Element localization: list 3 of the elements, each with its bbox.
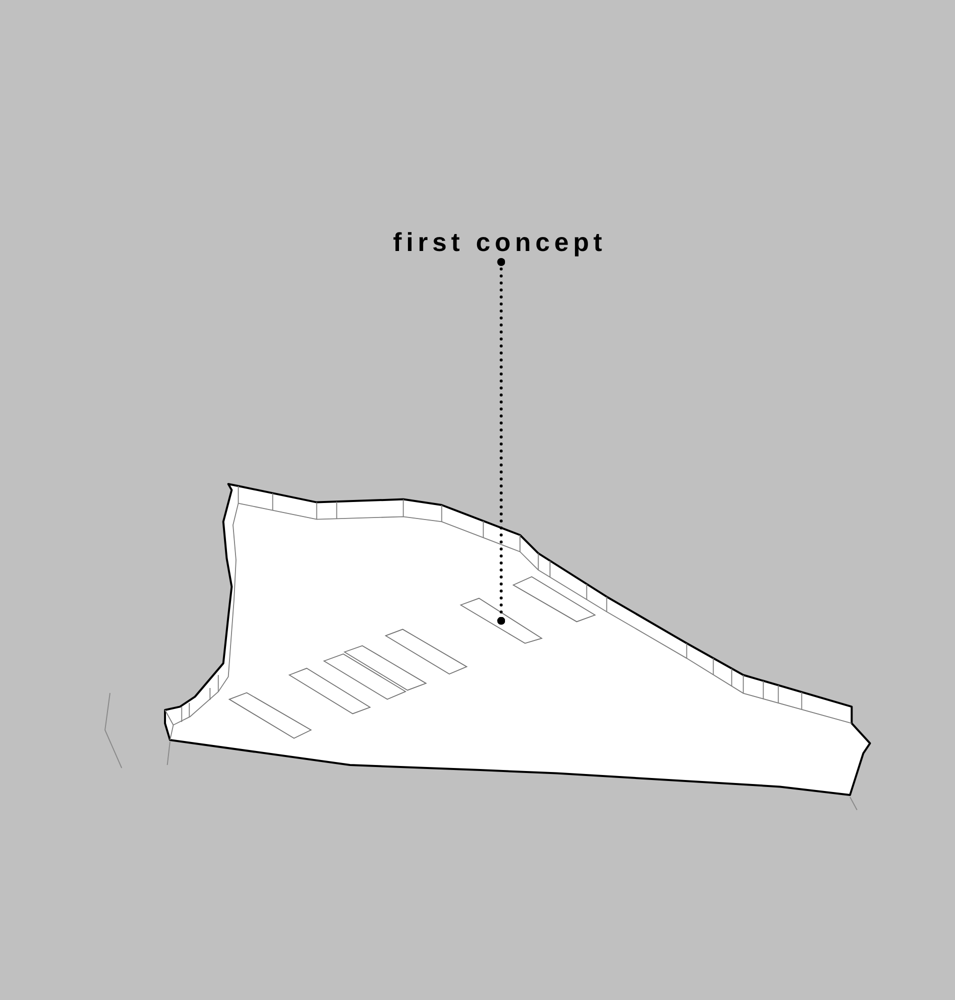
- leader-line: [497, 258, 506, 625]
- strip-outline: [460, 598, 543, 644]
- callout-label: first concept: [393, 229, 606, 262]
